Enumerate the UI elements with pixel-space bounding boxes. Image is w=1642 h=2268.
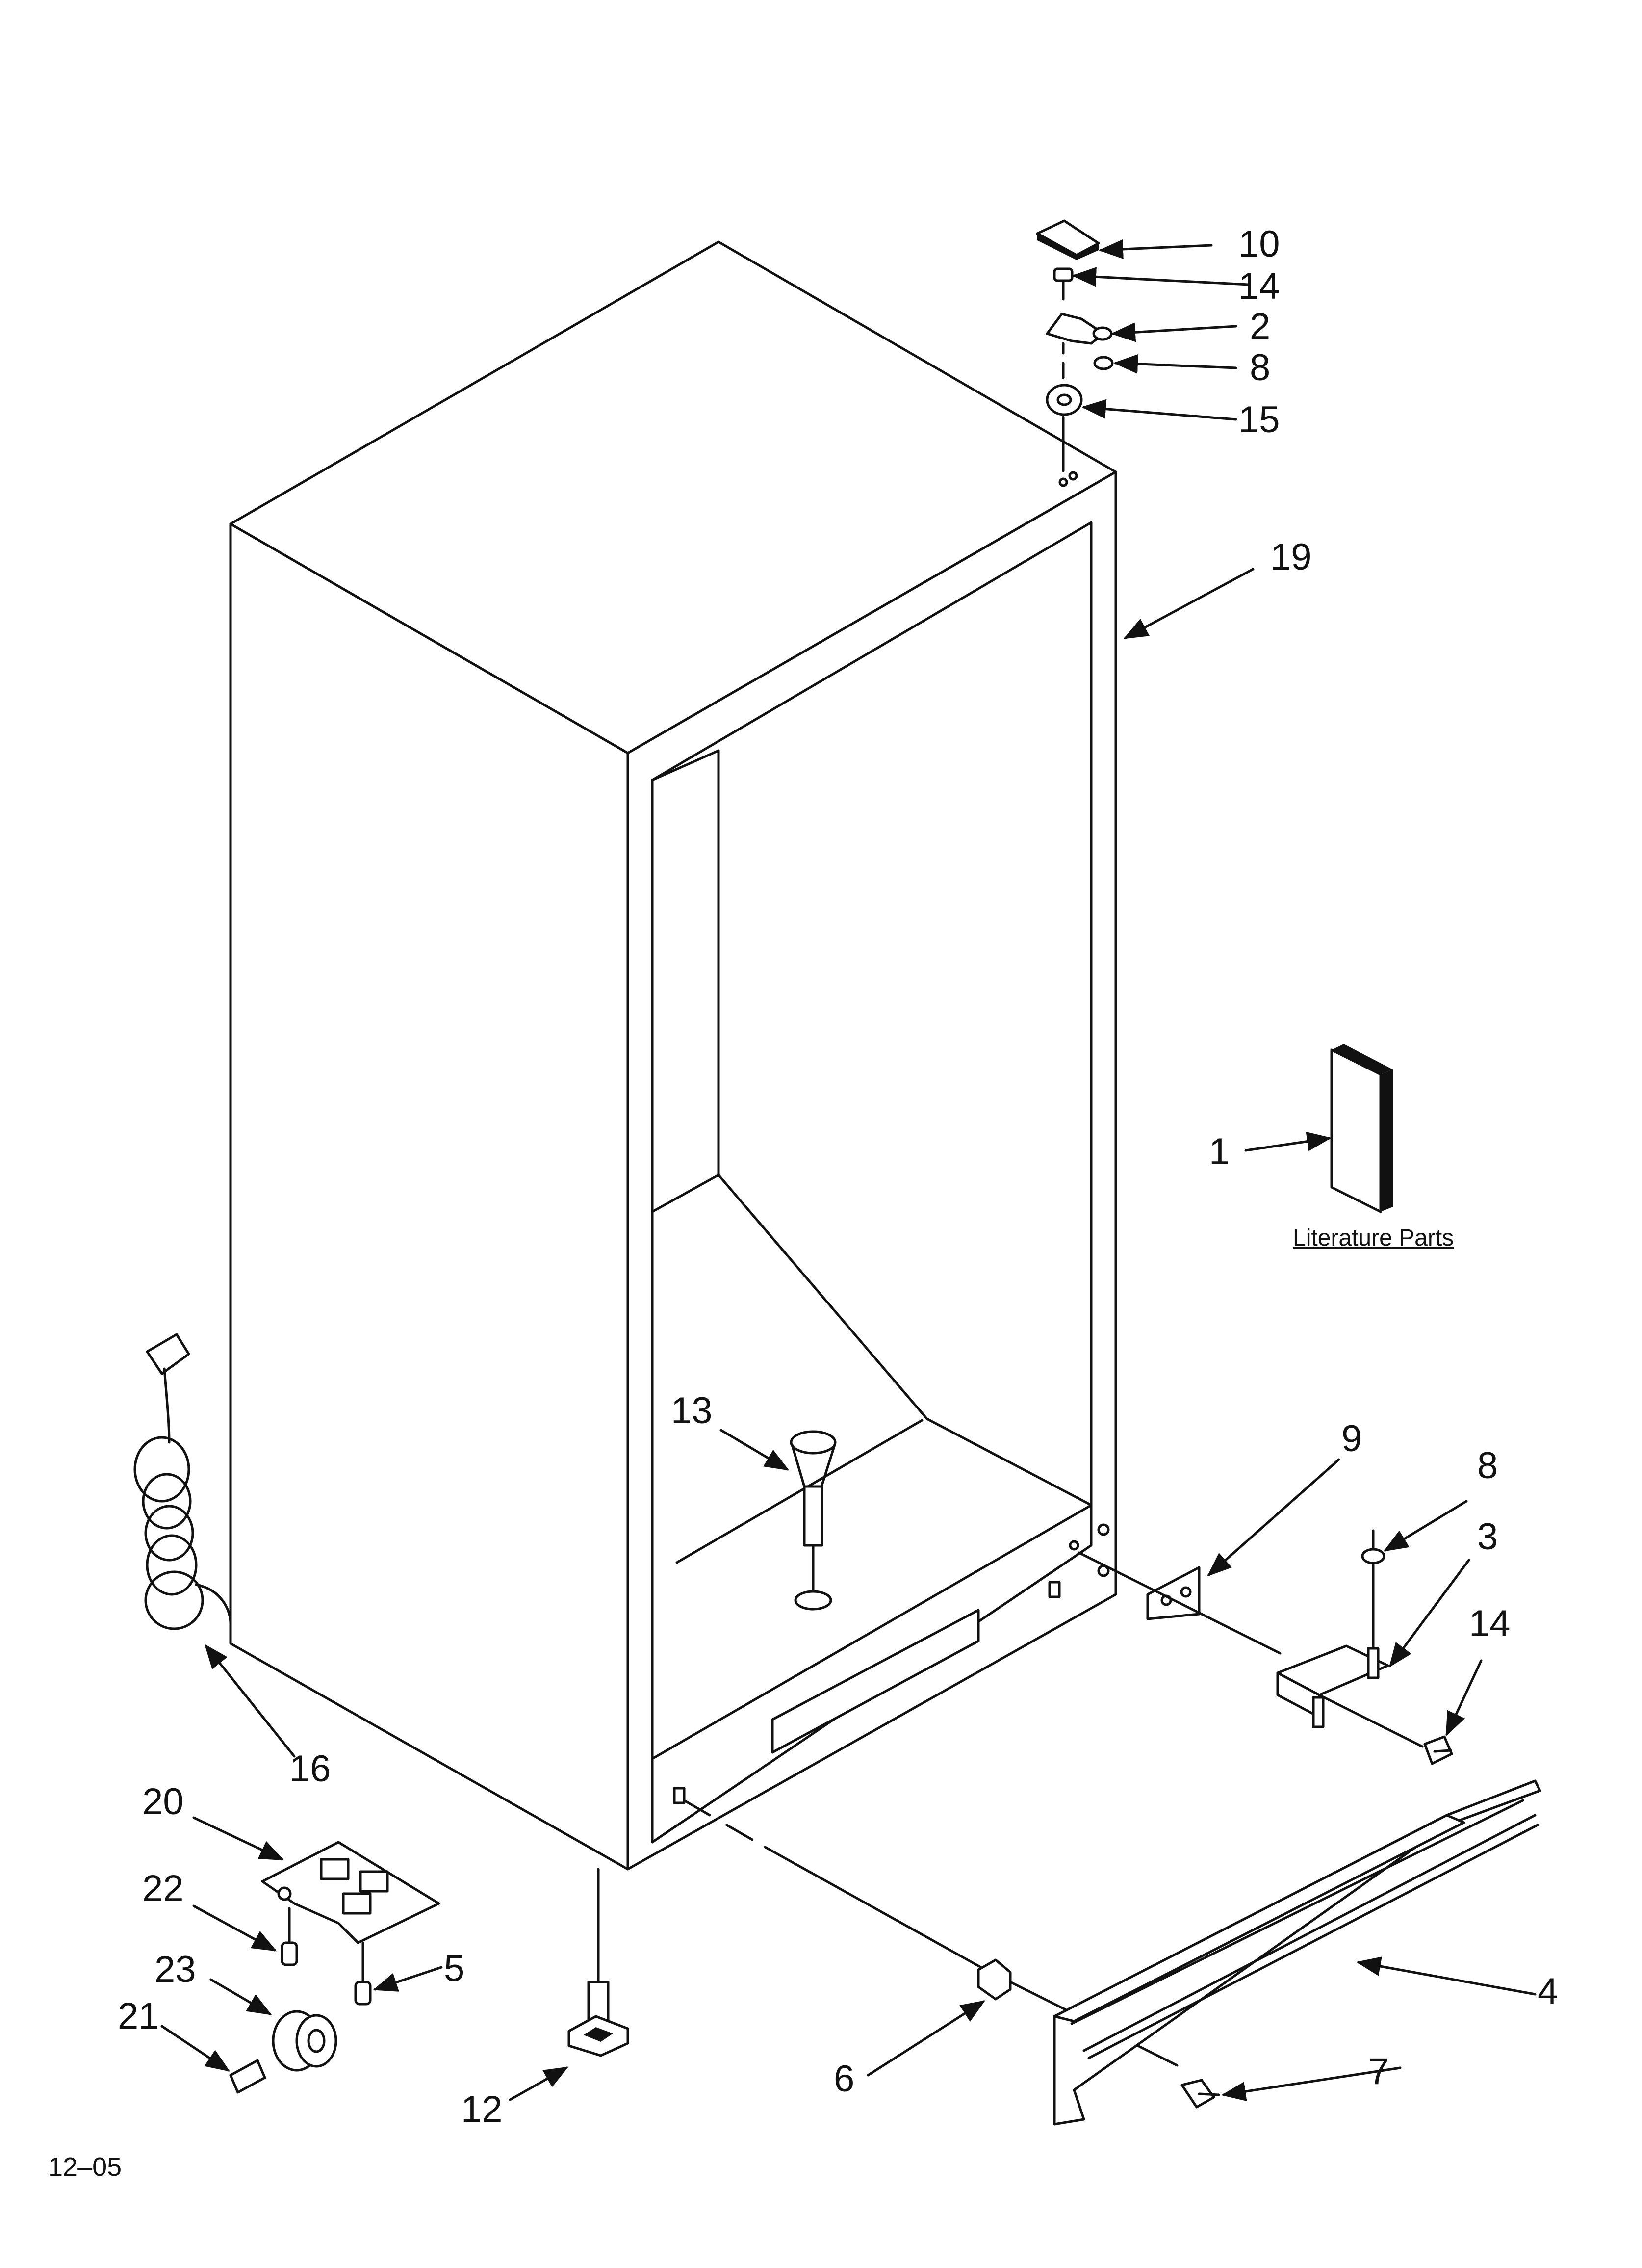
callout-3: 3 (1477, 1516, 1498, 1558)
callout-8-lower: 8 (1477, 1445, 1498, 1486)
callout-23: 23 (154, 1949, 196, 1990)
leader-lines (160, 239, 1537, 2101)
top-hinge-assembly (1036, 219, 1114, 472)
callout-19: 19 (1270, 536, 1312, 578)
callout-20: 20 (142, 1781, 184, 1823)
callout-14: 14 (1238, 265, 1280, 307)
revision-date: 12–05 (48, 2152, 122, 2182)
drain-tube (790, 1430, 837, 1611)
literature-parts-label: Literature Parts (1293, 1225, 1454, 1251)
callout-12: 12 (461, 2088, 503, 2130)
callout-14-lower: 14 (1469, 1603, 1511, 1644)
callout-15: 15 (1238, 399, 1280, 441)
callout-21: 21 (118, 1995, 159, 2037)
callout-13: 13 (671, 1390, 713, 1432)
callout-8: 8 (1250, 347, 1271, 389)
grille-assembly (683, 1779, 1541, 2126)
literature-book-icon (1330, 1044, 1393, 1213)
callout-16: 16 (289, 1748, 331, 1790)
leveling-leg (567, 1868, 629, 2057)
callout-1: 1 (1209, 1131, 1230, 1173)
power-cord (133, 1333, 232, 1630)
callout-7: 7 (1368, 2051, 1389, 2092)
lower-hinge-assembly (1078, 1529, 1453, 1765)
callout-5: 5 (444, 1948, 465, 1989)
callout-10: 10 (1238, 223, 1280, 265)
callout-6: 6 (834, 2058, 855, 2100)
callout-2: 2 (1250, 306, 1271, 347)
cabinet-body (229, 240, 1117, 1871)
callout-9: 9 (1341, 1418, 1362, 1460)
bottom-hinge-assembly (229, 1841, 440, 2094)
callout-4: 4 (1538, 1971, 1559, 2012)
callout-22: 22 (142, 1868, 184, 1909)
